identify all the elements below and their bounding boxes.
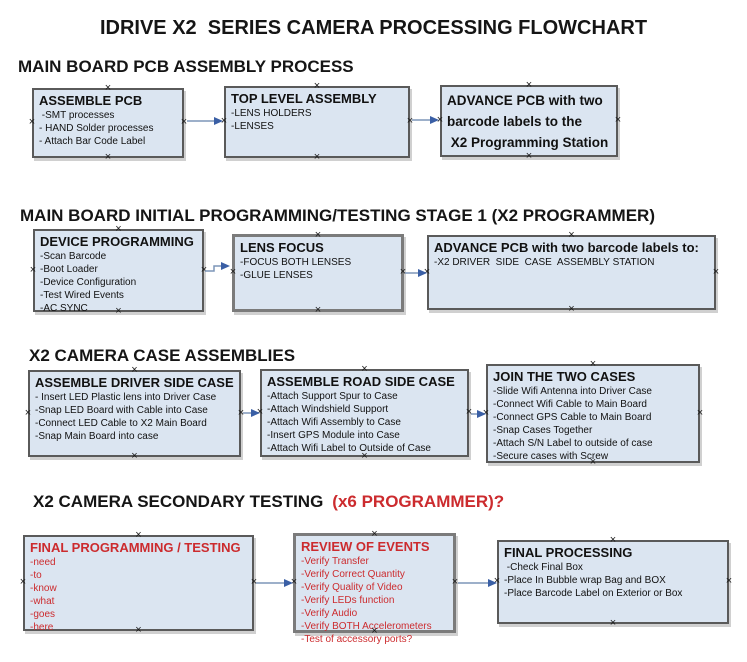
connection-point-marker: ×: [131, 364, 138, 376]
box-title: ASSEMBLE ROAD SIDE CASE: [267, 374, 455, 389]
box-advance-pcb-programming-station: ADVANCE PCB with two barcode labels to t…: [437, 80, 621, 162]
section-heading-pcb-assembly: MAIN BOARD PCB ASSEMBLY PROCESS: [18, 57, 354, 76]
box-title: JOIN THE TWO CASES: [493, 369, 636, 384]
box-title: ADVANCE PCB with two barcode labels to t…: [447, 93, 609, 150]
connection-point-marker: ×: [399, 266, 407, 278]
box-title: ADVANCE PCB with two barcode labels to:: [434, 240, 699, 255]
box-title: REVIEW OF EVENTS: [301, 539, 430, 554]
connection-point-marker: ×: [29, 263, 37, 276]
connection-point-marker: ×: [131, 450, 138, 462]
connection-point-marker: ×: [451, 576, 459, 588]
connector-arrow: [243, 409, 260, 417]
connection-point-marker: ×: [609, 617, 617, 629]
connection-point-marker: ×: [314, 229, 322, 241]
box-items: -Scan Barcode -Boot Loader -Device Confi…: [40, 251, 137, 314]
connection-point-marker: ×: [436, 114, 444, 126]
connection-point-marker: ×: [482, 406, 490, 419]
section-heading-case-assemblies: X2 CAMERA CASE ASSEMBLIES: [29, 346, 296, 365]
connection-point-marker: ×: [696, 406, 704, 419]
connector-arrow: [471, 410, 486, 418]
box-items: - Insert LED Plastic lens into Driver Ca…: [35, 392, 217, 442]
connection-point-marker: ×: [609, 534, 617, 546]
section-heading-initial-programming: MAIN BOARD INITIAL PROGRAMMING/TESTING S…: [20, 206, 655, 225]
box-join-the-two-cases: JOIN THE TWO CASES -Slide Wifi Antenna i…: [483, 359, 703, 468]
connection-point-marker: ×: [568, 229, 575, 241]
connection-point-marker: ×: [525, 150, 533, 162]
box-items: -Verify Transfer -Verify Correct Quantit…: [301, 556, 432, 645]
connection-point-marker: ×: [614, 114, 622, 126]
box-advance-pcb-driver-side-station: ADVANCE PCB with two barcode labels to: …: [424, 230, 719, 315]
connection-point-marker: ×: [220, 115, 228, 127]
section-heading-secondary-testing: X2 CAMERA SECONDARY TESTING (x6 PROGRAMME…: [33, 492, 504, 512]
connector-arrow: [405, 269, 427, 277]
connection-point-marker: ×: [406, 115, 414, 127]
connector-arrow: [256, 579, 293, 587]
connection-point-marker: ×: [525, 79, 533, 91]
connection-point-marker: ×: [290, 576, 298, 588]
connection-point-marker: ×: [135, 529, 142, 541]
connection-point-marker: ×: [589, 358, 597, 370]
connection-point-marker: ×: [493, 575, 501, 587]
connection-point-marker: ×: [104, 151, 112, 163]
connection-point-marker: ×: [314, 304, 322, 316]
connector-arrow: [205, 262, 230, 272]
connection-point-marker: ×: [313, 80, 321, 92]
box-items: -need -to -know -what -goes -here: [30, 557, 57, 633]
connection-point-marker: ×: [104, 82, 112, 94]
connection-point-marker: ×: [371, 528, 378, 540]
connector-arrow: [187, 117, 223, 125]
box-title: ASSEMBLE PCB: [39, 93, 143, 108]
connection-point-marker: ×: [568, 303, 575, 315]
connection-point-marker: ×: [115, 223, 122, 235]
box-assemble-driver-side-case: ASSEMBLE DRIVER SIDE CASE - Insert LED P…: [25, 365, 244, 462]
box-title: ASSEMBLE DRIVER SIDE CASE: [35, 375, 234, 390]
connection-point-marker: ×: [313, 151, 321, 163]
box-title: DEVICE PROGRAMMING: [40, 234, 194, 249]
connection-point-marker: ×: [465, 406, 473, 418]
box-lens-focus: LENS FOCUS -FOCUS BOTH LENSES -GLUE LENS…: [229, 229, 407, 316]
box-items: -SMT processes - HAND Solder processes -…: [39, 110, 154, 147]
box-final-processing: FINAL PROCESSING -Check Final Box -Place…: [494, 535, 732, 629]
connection-point-marker: ×: [256, 406, 264, 418]
box-assemble-road-side-case: ASSEMBLE ROAD SIDE CASE -Attach Support …: [257, 364, 472, 462]
connection-point-marker: ×: [19, 576, 27, 588]
section-heading-black-part: X2 CAMERA SECONDARY TESTING: [33, 492, 324, 511]
box-items: -FOCUS BOTH LENSES -GLUE LENSES: [240, 257, 352, 281]
box-title: TOP LEVEL ASSEMBLY: [231, 91, 377, 106]
flowchart-title: IDRIVE X2 SERIES CAMERA PROCESSING FLOWC…: [99, 17, 648, 39]
connection-point-marker: ×: [712, 265, 720, 278]
section-heading-red-part: (x6 PROGRAMMER)?: [332, 492, 505, 511]
connection-point-marker: ×: [200, 263, 208, 276]
connection-point-marker: ×: [423, 265, 431, 278]
box-assemble-pcb: ASSEMBLE PCB -SMT processes - HAND Solde…: [29, 83, 187, 163]
box-title: LENS FOCUS: [240, 240, 324, 255]
box-items: -LENS HOLDERS -LENSES: [231, 108, 312, 132]
box-review-of-events: REVIEW OF EVENTS -Verify Transfer -Verif…: [290, 528, 459, 646]
connection-point-marker: ×: [725, 575, 733, 587]
box-items: -Slide Wifi Antenna into Driver Case -Co…: [493, 386, 653, 462]
box-title: FINAL PROCESSING: [504, 545, 633, 560]
connection-point-marker: ×: [237, 406, 245, 419]
box-device-programming: DEVICE PROGRAMMING -Scan Barcode -Boot L…: [30, 224, 207, 317]
box-title: FINAL PROGRAMMING / TESTING: [30, 540, 241, 555]
box-items: -Check Final Box -Place In Bubble wrap B…: [504, 562, 683, 599]
connector-arrow: [412, 116, 439, 124]
connection-point-marker: ×: [250, 576, 258, 588]
connection-point-marker: ×: [229, 266, 237, 278]
box-final-programming-testing: FINAL PROGRAMMING / TESTING -need -to -k…: [20, 530, 257, 636]
connection-point-marker: ×: [361, 363, 368, 375]
connector-arrow: [458, 579, 497, 587]
connection-point-marker: ×: [24, 406, 32, 419]
box-items: -Attach Support Spur to Case -Attach Win…: [267, 391, 431, 454]
connection-point-marker: ×: [180, 116, 188, 128]
box-items: -X2 DRIVER SIDE CASE ASSEMBLY STATION: [434, 257, 655, 268]
box-top-level-assembly: TOP LEVEL ASSEMBLY -LENS HOLDERS -LENSES…: [221, 81, 413, 163]
connection-point-marker: ×: [28, 116, 36, 128]
